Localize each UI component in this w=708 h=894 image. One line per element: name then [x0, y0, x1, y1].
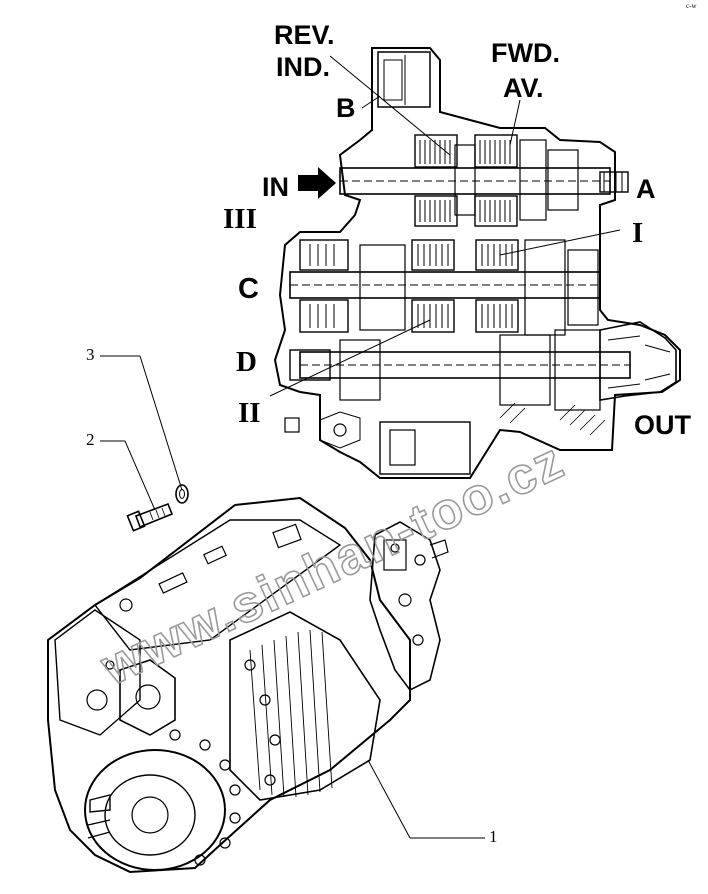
control-valve	[369, 521, 449, 692]
label-b: B	[336, 93, 356, 123]
input-arrow-icon	[298, 167, 336, 199]
label-fwd-line2: AV.	[503, 73, 544, 103]
label-iii: III	[223, 203, 257, 235]
bolt-ring	[169, 659, 281, 866]
callout-3: 3	[86, 345, 95, 364]
corner-mark: c-w	[686, 2, 697, 10]
label-i: I	[632, 217, 643, 249]
bolt-part-2	[126, 502, 174, 532]
rev-clutch-pack	[414, 134, 458, 227]
label-c: C	[238, 273, 259, 305]
label-a: A	[636, 174, 656, 204]
transmission-section-view	[273, 47, 681, 479]
callout-1: 1	[489, 827, 498, 846]
label-fwd-line1: FWD.	[491, 38, 560, 68]
clutch-pack-i	[411, 239, 519, 333]
label-in: IN	[262, 172, 289, 202]
transmission-assembly	[47, 496, 449, 874]
watermark: www.sinhan-too.cz	[92, 432, 573, 698]
leader-lines	[100, 55, 621, 839]
label-out: OUT	[634, 410, 692, 440]
label-rev-line2: IND.	[276, 52, 330, 82]
label-d: D	[236, 346, 257, 378]
label-ii: II	[238, 397, 261, 429]
callout-2: 2	[86, 430, 95, 449]
washer-part-3	[175, 484, 189, 504]
output-flange	[599, 321, 677, 401]
label-rev-line1: REV.	[274, 20, 335, 50]
